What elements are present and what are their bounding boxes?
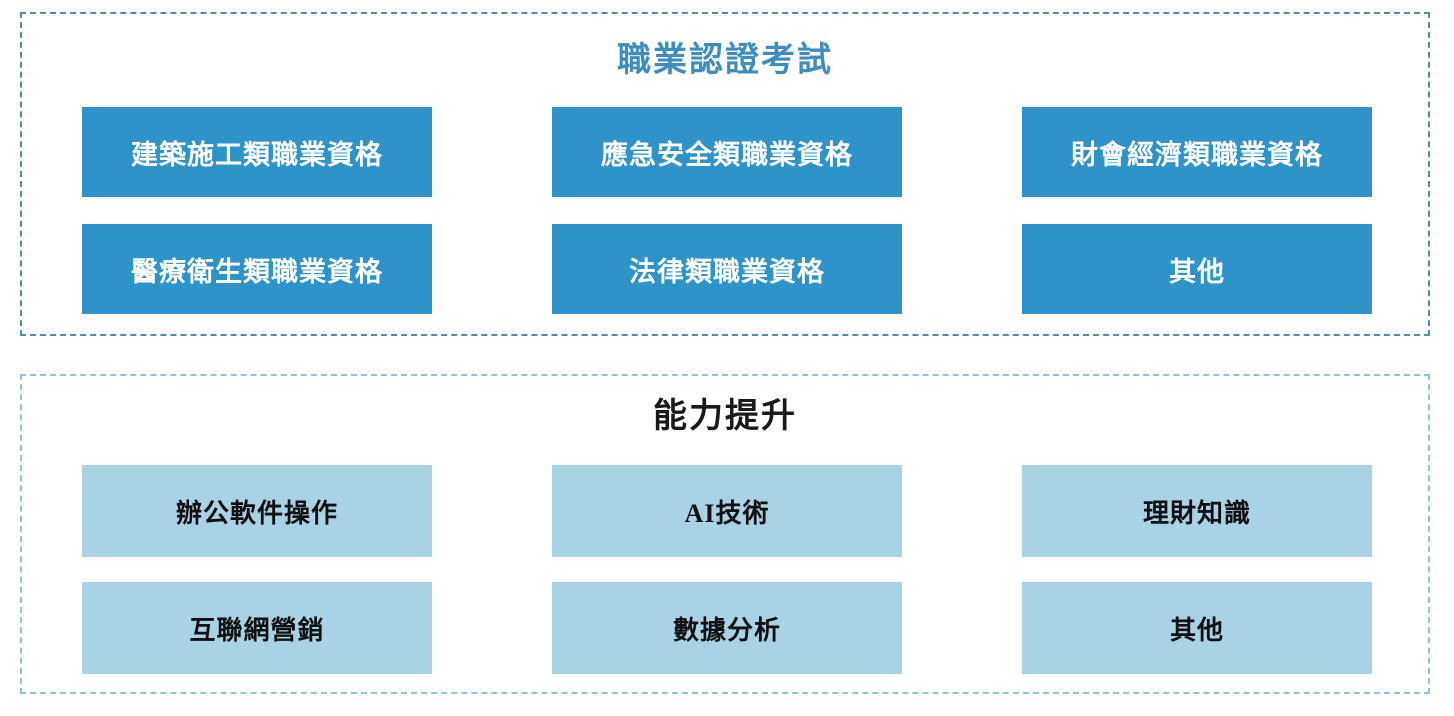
tile-label: 財會經濟類職業資格: [1071, 139, 1323, 170]
tile-emergency-safety-qualification[interactable]: 應急安全類職業資格: [552, 107, 902, 197]
tile-label: 數據分析: [672, 615, 781, 645]
tile-label: 其他: [1169, 256, 1225, 287]
tile-skill-other[interactable]: 其他: [1022, 582, 1372, 674]
tile-medical-health-qualification[interactable]: 醫療衛生類職業資格: [82, 224, 432, 314]
tile-label: 應急安全類職業資格: [601, 139, 853, 170]
tile-label: 其他: [1169, 615, 1224, 645]
tile-label: 法律類職業資格: [629, 256, 825, 287]
section-title-skill-improvement: 能力提升: [653, 398, 797, 435]
tile-label: 互聯網營銷: [189, 615, 325, 645]
tile-grid-certification: 建築施工類職業資格 應急安全類職業資格 財會經濟類職業資格 醫療衛生類職業資格 …: [82, 107, 1372, 314]
tile-data-analysis[interactable]: 數據分析: [552, 582, 902, 674]
tile-construction-qualification[interactable]: 建築施工類職業資格: [82, 107, 432, 197]
section-certification: 職業認證考試 建築施工類職業資格 應急安全類職業資格 財會經濟類職業資格 醫療衛…: [20, 12, 1430, 336]
section-title-certification: 職業認證考試: [617, 42, 833, 79]
tile-label: AI技術: [684, 498, 770, 528]
tile-grid-skill-improvement: 辦公軟件操作 AI技術 理財知識 互聯網營銷 數據分析 其他: [82, 465, 1372, 674]
tile-label: 醫療衛生類職業資格: [131, 256, 383, 287]
tile-legal-qualification[interactable]: 法律類職業資格: [552, 224, 902, 314]
tile-financial-knowledge[interactable]: 理財知識: [1022, 465, 1372, 557]
tile-office-software[interactable]: 辦公軟件操作: [82, 465, 432, 557]
tile-ai-technology[interactable]: AI技術: [552, 465, 902, 557]
tile-internet-marketing[interactable]: 互聯網營銷: [82, 582, 432, 674]
section-skill-improvement: 能力提升 辦公軟件操作 AI技術 理財知識 互聯網營銷 數據分析 其他: [20, 374, 1430, 694]
tile-label: 理財知識: [1142, 498, 1251, 528]
tile-finance-economics-qualification[interactable]: 財會經濟類職業資格: [1022, 107, 1372, 197]
tile-label: 辦公軟件操作: [175, 498, 338, 528]
tile-certification-other[interactable]: 其他: [1022, 224, 1372, 314]
tile-label: 建築施工類職業資格: [131, 139, 383, 170]
